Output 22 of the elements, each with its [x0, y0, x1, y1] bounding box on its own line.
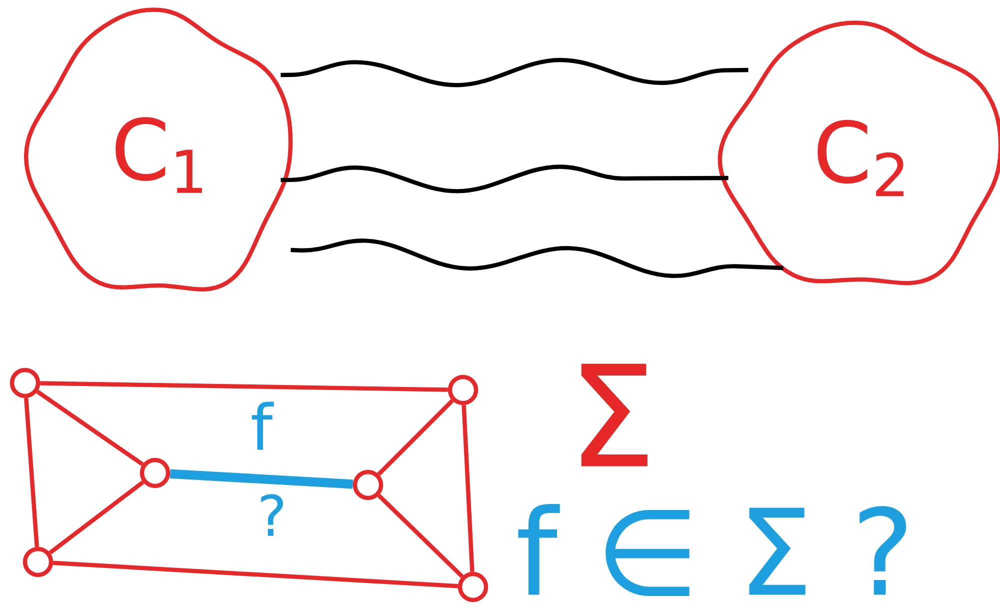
- membership-question: f ∈ Σ ?: [518, 504, 906, 596]
- vertex-circle: [352, 470, 384, 500]
- connector-line: [377, 399, 454, 476]
- vertex-circle: [448, 374, 478, 406]
- vertex-circle: [140, 458, 170, 488]
- connector-line: [48, 480, 144, 555]
- connector-line: [36, 390, 144, 466]
- connector-line: [462, 404, 474, 572]
- vertex-circle: [458, 572, 488, 602]
- connector-line: [40, 381, 448, 392]
- edge-label: f: [252, 402, 274, 450]
- connector-line: [24, 398, 40, 548]
- connector-line: [377, 494, 464, 578]
- vertex-circle: [22, 546, 54, 578]
- vertex-circle: [10, 368, 40, 398]
- connector-line: [280, 164, 728, 194]
- question-mark: ?: [261, 494, 283, 536]
- connector-line: [52, 560, 458, 588]
- sigma-symbol: Σ: [581, 364, 648, 466]
- connector-line: [170, 469, 354, 489]
- connector-line: [290, 238, 784, 278]
- connector-line: [280, 58, 748, 88]
